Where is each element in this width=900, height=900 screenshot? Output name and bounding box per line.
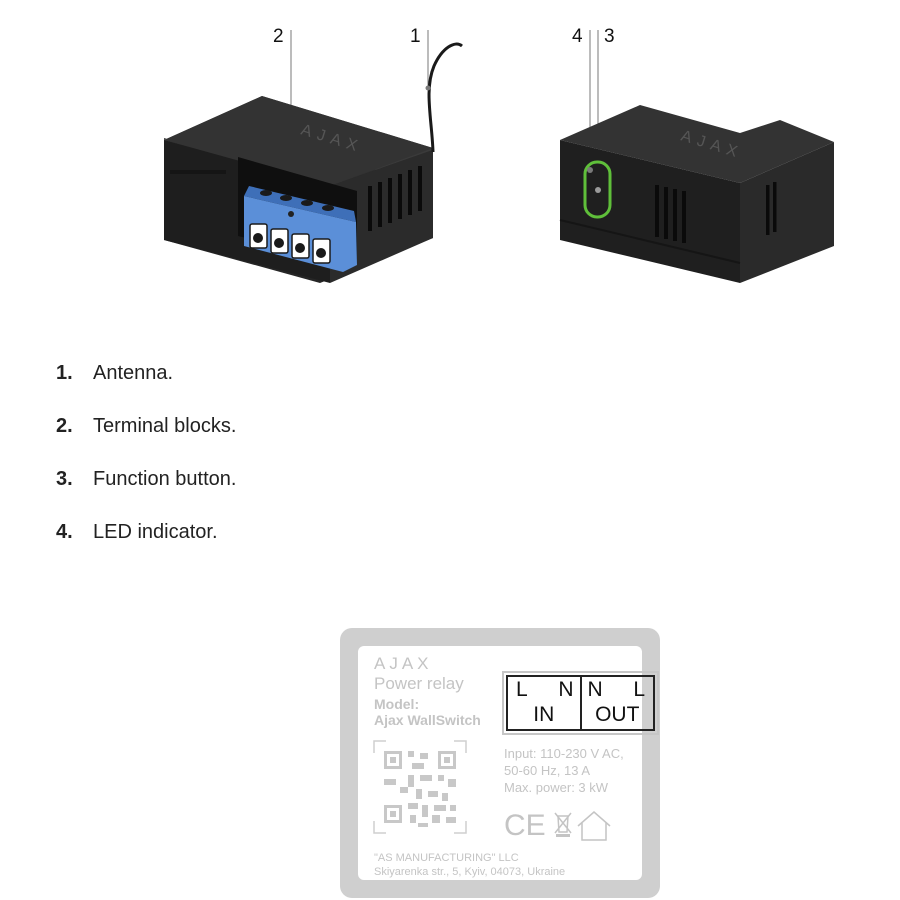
terminal-block bbox=[244, 186, 357, 272]
terminal-out-l: L bbox=[633, 678, 645, 701]
legend-number: 3. bbox=[56, 468, 73, 490]
legend-text: Terminal blocks. bbox=[93, 415, 237, 437]
callout-4: 4 bbox=[572, 26, 583, 47]
legend-number: 1. bbox=[56, 362, 73, 384]
terminal-diagram: L N IN N L OUT bbox=[502, 671, 659, 735]
label-spec-line: Input: 110-230 V AC, bbox=[504, 746, 624, 761]
terminal-out-n: N bbox=[587, 678, 603, 701]
qr-code bbox=[373, 740, 467, 834]
led-indicator bbox=[583, 160, 612, 219]
legend-item-antenna: 1. Antenna. bbox=[56, 362, 236, 415]
legend-item-terminal-blocks: 2. Terminal blocks. bbox=[56, 415, 236, 468]
terminal-in-word: IN bbox=[533, 703, 555, 726]
label-model-label: Model: bbox=[374, 696, 420, 712]
callout-1: 1 bbox=[410, 26, 421, 47]
parts-legend: 1. Antenna. 2. Terminal blocks. 3. Funct… bbox=[56, 362, 236, 574]
legend-number: 4. bbox=[56, 521, 73, 543]
terminal-out: N L OUT bbox=[579, 677, 654, 729]
label-model-value: Ajax WallSwitch bbox=[374, 712, 481, 728]
legend-text: Function button. bbox=[93, 468, 237, 490]
label-address: Skiyarenka str., 5, Kyiv, 04073, Ukraine bbox=[374, 866, 566, 878]
legend-text: Antenna. bbox=[93, 362, 174, 384]
terminal-in-n: N bbox=[558, 678, 574, 701]
device-illustration: AJAX AJAX bbox=[164, 30, 834, 283]
label-logo: AJAX bbox=[374, 654, 433, 673]
function-button bbox=[595, 187, 601, 193]
relay-device-front: AJAX bbox=[164, 42, 463, 283]
label-spec-line: Max. power: 3 kW bbox=[504, 780, 609, 795]
terminal-in-l: L bbox=[516, 678, 528, 701]
product-label-inner: AJAX Power relay Model: Ajax WallSwitch … bbox=[358, 646, 659, 880]
relay-device-back: AJAX bbox=[559, 105, 834, 283]
antenna bbox=[427, 42, 463, 153]
callout-3: 3 bbox=[604, 26, 615, 47]
ce-mark: CE bbox=[504, 809, 546, 842]
product-label: AJAX Power relay Model: Ajax WallSwitch … bbox=[340, 628, 660, 898]
terminal-out-word: OUT bbox=[595, 703, 640, 726]
terminal-in: L N IN bbox=[508, 677, 580, 729]
indoor-use-house-icon bbox=[577, 811, 611, 841]
legend-item-function-button: 3. Function button. bbox=[56, 468, 236, 521]
legend-text: LED indicator. bbox=[93, 521, 218, 543]
label-manufacturer: "AS MANUFACTURING" LLC bbox=[374, 852, 519, 864]
legend-number: 2. bbox=[56, 415, 73, 437]
weee-bin-icon bbox=[554, 812, 572, 837]
label-spec-line: 50-60 Hz, 13 A bbox=[504, 763, 590, 778]
legend-item-led-indicator: 4. LED indicator. bbox=[56, 521, 236, 574]
label-product-name: Power relay bbox=[374, 674, 464, 693]
callout-2: 2 bbox=[273, 26, 284, 47]
